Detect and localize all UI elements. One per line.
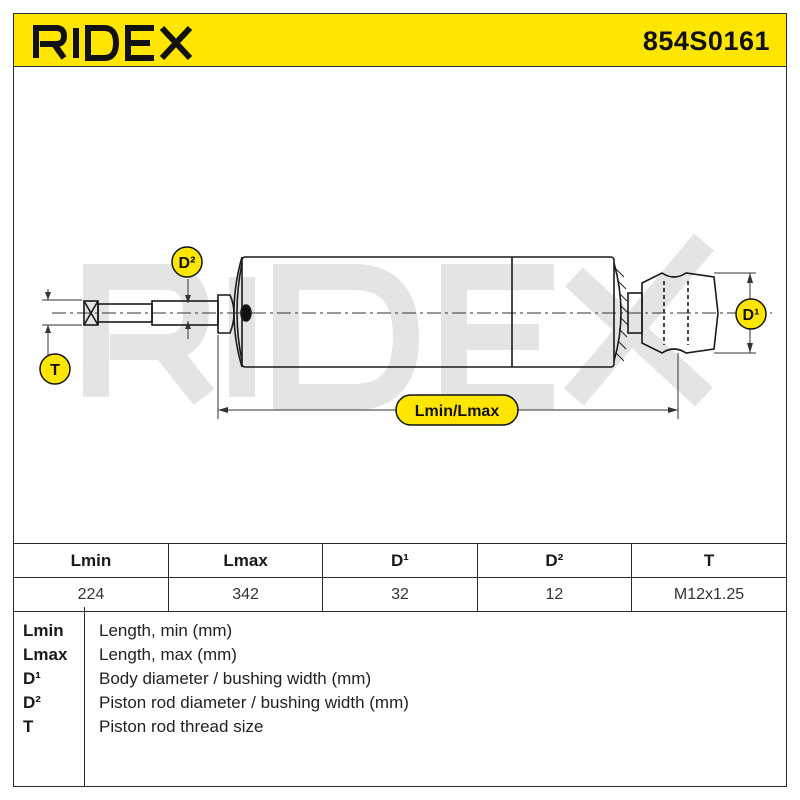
svg-text:T: T — [50, 362, 60, 379]
legend-desc: Length, max (mm) — [99, 645, 237, 664]
header-bar: 854S0161 — [14, 14, 786, 67]
legend-item: T Piston rod thread size — [14, 715, 786, 739]
body-knurl — [615, 268, 629, 362]
value-d2: 12 — [476, 577, 633, 612]
legend-item: Lmin Length, min (mm) — [14, 619, 786, 643]
legend-key: Lmax — [23, 645, 68, 664]
legend-item: Lmax Length, max (mm) — [14, 643, 786, 667]
eye-bushing — [641, 272, 719, 354]
svg-text:Lmin/Lmax: Lmin/Lmax — [415, 403, 500, 420]
ridex-logo — [33, 25, 193, 61]
value-t: M12x1.25 — [631, 577, 786, 612]
d1-label: D¹ — [735, 298, 767, 330]
legend-divider — [84, 607, 86, 787]
table-row: 224 342 32 12 M12x1.25 — [14, 577, 786, 612]
value-d1: 32 — [322, 577, 478, 612]
legend-key: D¹ — [23, 669, 41, 688]
legend-desc: Body diameter / bushing width (mm) — [99, 669, 372, 688]
header-t: T — [631, 543, 786, 578]
legend-desc: Length, min (mm) — [99, 621, 233, 640]
legend-key: T — [23, 717, 34, 736]
legend-item: D² Piston rod diameter / bushing width (… — [14, 691, 786, 715]
legend-key: D² — [23, 693, 41, 712]
header-lmax: Lmax — [167, 543, 324, 578]
header-d2: D² — [476, 543, 633, 578]
legend-item: D¹ Body diameter / bushing width (mm) — [14, 667, 786, 691]
legend: Lmin Length, min (mm) Lmax Length, max (… — [14, 607, 786, 787]
header-d1: D¹ — [322, 543, 478, 578]
length-label: Lmin/Lmax — [395, 394, 519, 426]
d2-label: D² — [171, 246, 203, 278]
svg-text:D¹: D¹ — [743, 307, 760, 324]
table-header-row: Lmin Lmax D¹ D² T — [14, 543, 786, 578]
legend-desc: Piston rod thread size — [99, 717, 264, 736]
t-label: T — [39, 353, 71, 385]
shock-absorber-drawing: D² T D¹ Lmin/Lmax — [39, 233, 772, 426]
legend-key: Lmin — [23, 621, 64, 640]
product-sheet: 854S0161 — [13, 13, 787, 787]
svg-text:D²: D² — [179, 255, 196, 272]
header-lmin: Lmin — [14, 543, 169, 578]
spec-table: Lmin Lmax D¹ D² T 224 342 32 12 M12x1.25 — [14, 543, 786, 612]
value-lmin: 224 — [14, 577, 169, 612]
part-number: 854S0161 — [642, 26, 770, 56]
legend-desc: Piston rod diameter / bushing width (mm) — [99, 693, 409, 712]
